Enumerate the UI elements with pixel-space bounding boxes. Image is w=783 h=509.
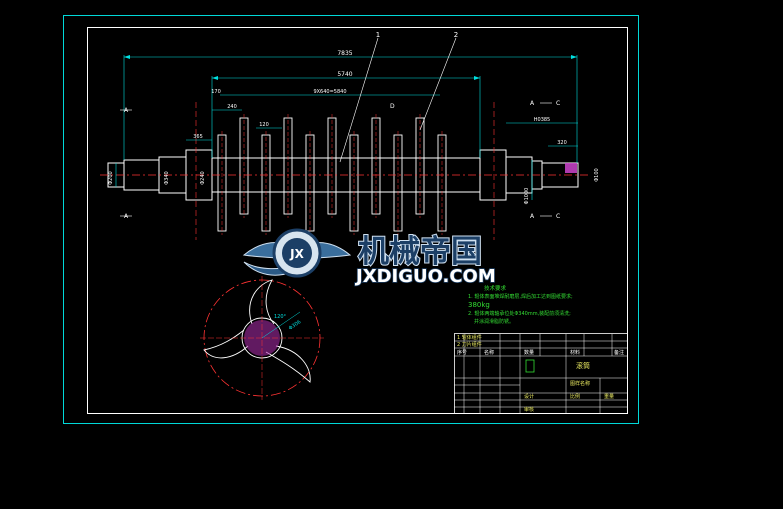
section-view: Φ306 120° [200,276,324,400]
notes-line-4: 并涂润滑脂防锈。 [474,318,514,325]
notes-line-2: 380kg [468,301,490,309]
checker-label: 审核 [524,406,534,413]
notes-line-1: 1. 辊体表面堆焊耐磨层,焊后加工达到图纸要求; [468,293,573,300]
title-block-grid [454,334,627,413]
parts-row-1: 1 辊体组件 [457,334,482,341]
header-note: 备注 [614,349,624,356]
notes-heading: 技术要求 [484,284,507,292]
scale-label: 比例 [570,393,580,400]
logo-gear-core [282,238,312,268]
notes-line-3: 2. 辊体两端轴承位处Φ340mm,装配前须清洗; [468,310,571,317]
keyway-hatch [565,163,577,173]
dim-dia5: Φ100 [594,168,600,181]
section-label-right-bottom: A [530,213,535,220]
header-mat: 材料 [570,349,580,356]
section-label-c-bottom: C [556,213,560,220]
title-block-mark [525,359,535,373]
section-label-d: D [390,103,395,110]
section-label-left-bottom: A [124,213,129,220]
watermark-cn: 机械帝国 [358,234,482,270]
section-dim-leader [261,311,301,339]
sheet-outer-border [63,15,639,424]
blade-group [217,114,447,235]
parts-row-2: 2 刀片组件 [457,341,482,348]
shaft-end-right [541,162,579,188]
section-label-right-top: A [530,100,535,107]
leader-2 [419,37,457,131]
roller-elevation [100,102,590,240]
section-label-left-top: A [124,107,129,114]
dim-dia3: Φ240 [200,171,206,184]
dimension-lines [115,55,578,200]
section-arrows [120,102,552,217]
dim-d2: 240 [227,104,237,110]
dim-overall: 7835 [337,50,352,57]
title-block-frame [454,333,628,414]
logo-monogram: JX [289,247,304,261]
weight-label: 重量 [604,393,614,400]
balloon-2: 2 [454,31,458,39]
dim-d5: 365 [193,134,203,140]
section-blades [203,279,311,383]
dim-dia4: Φ1000 [524,188,530,205]
dim-pitch: 9X640=5840 [313,89,346,95]
header-name: 名称 [484,349,494,356]
dim-dia1: Φ200 [108,171,114,184]
balloon-1: 1 [376,31,380,39]
dim-d4: 120 [259,122,269,128]
drawing-label: 图样名称 [570,380,590,387]
sheet-inner-border [87,27,628,414]
section-label-c-top: C [556,100,560,107]
dim-body: 5740 [337,71,352,78]
dim-d7: 320 [557,140,567,146]
watermark-logo: JX 机械帝国 JXDIGUO.COM [242,228,497,288]
header-qty: 数量 [524,349,534,356]
section-dim-b: 120° [274,314,287,320]
header-no: 序号 [457,349,467,356]
designer-label: 设计 [524,393,534,400]
blade-profile-2 [265,345,311,383]
watermark-en: JXDIGUO.COM [354,266,496,287]
blade-profile-1 [249,279,275,325]
dimension-arrows [124,55,577,80]
section-dim-a: Φ306 [288,319,303,332]
drawing-name: 滚筒 [576,361,590,370]
blade-profile-3 [203,329,249,359]
dim-d6: H0385 [534,117,550,123]
leader-1 [339,37,379,163]
technical-notes: 技术要求 1. 辊体表面堆焊耐磨层,焊后加工达到图纸要求; 380kg 2. 辊… [468,284,573,325]
title-block: 1 辊体组件 2 刀片组件 序号 名称 数量 材料 备注 滚筒 图样名称 比例 … [454,333,628,414]
dim-d1: 170 [211,89,221,95]
dim-dia2: Φ340 [164,171,170,184]
